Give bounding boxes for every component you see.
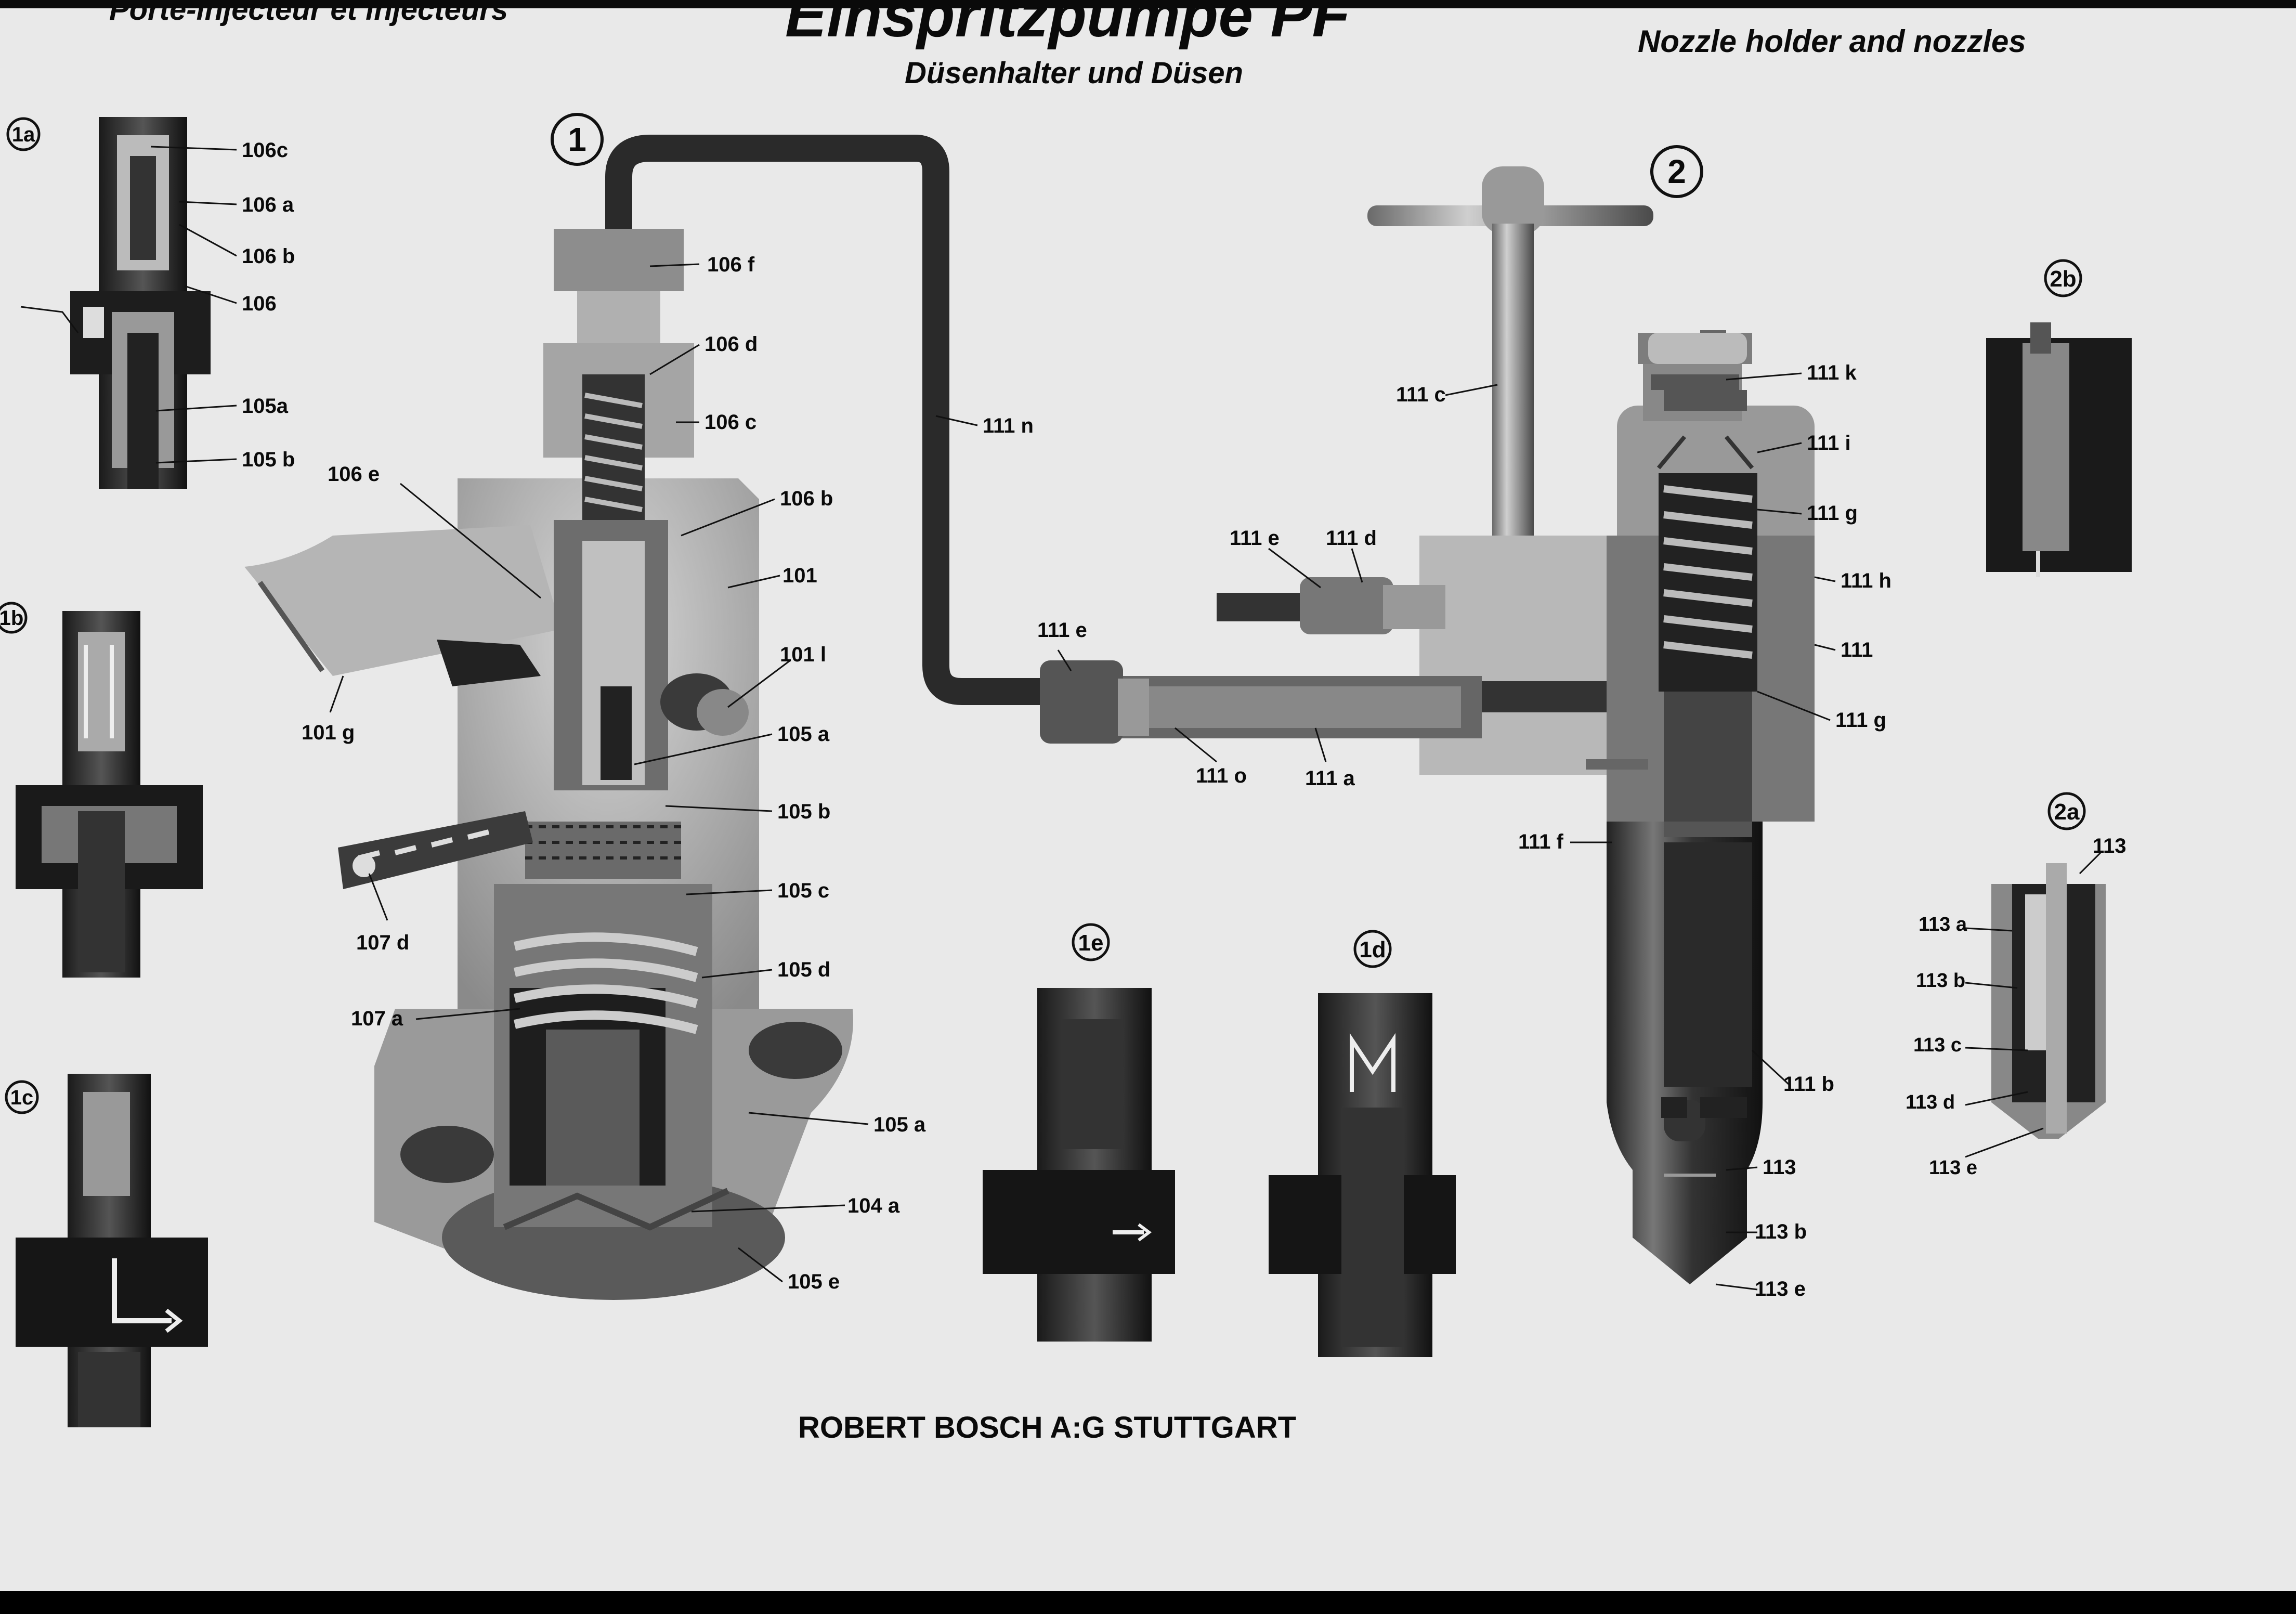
label-105a-lower: 105 a — [873, 1113, 926, 1136]
part-labels: 106c 106 a 106 b 106 105a 105 b 106 f 10… — [242, 139, 2127, 1300]
label-111b: 111 b — [1783, 1073, 1834, 1096]
label-107d: 107 d — [356, 931, 409, 954]
figure-1a-detail — [20, 117, 211, 489]
label-111o: 111 o — [1196, 764, 1247, 787]
figure-2-marker: 2 — [1667, 153, 1686, 190]
footer-maker: ROBERT BOSCH A:G STUTTGART — [798, 1411, 1296, 1444]
label-111e-top: 111 e — [1230, 527, 1280, 550]
label-111h: 111 h — [1841, 569, 1891, 592]
label-111d: 111 d — [1326, 527, 1377, 550]
figure-1-marker: 1 — [568, 121, 586, 158]
label-113e: 113 e — [1755, 1278, 1806, 1300]
label-111: 111 — [1841, 639, 1873, 661]
label-111k: 111 k — [1807, 361, 1857, 384]
header-subtitle-de: Düsenhalter und Düsen — [905, 56, 1243, 90]
label-111g-lower: 111 g — [1835, 709, 1886, 732]
top-border — [0, 0, 2296, 8]
figure-1d-marker: 1d — [1359, 937, 1386, 962]
label-106c-detail: 106c — [242, 139, 288, 162]
label-106b: 106 b — [780, 487, 833, 510]
label-105b-detail: 105 b — [242, 448, 295, 471]
figure-1b-marker: 1b — [0, 607, 23, 630]
label-105c: 105 c — [777, 879, 829, 902]
leader-lines — [150, 146, 2102, 1291]
figure-2a-marker-ring — [2047, 792, 2086, 830]
header-title-en: Nozzle holder and nozzles — [1638, 24, 2026, 59]
label-111i: 111 i — [1807, 432, 1851, 454]
figure-1e-detail — [983, 988, 1175, 1342]
figure-1b-marker-ring — [0, 602, 28, 634]
label-111g: 111 g — [1807, 502, 1858, 525]
label-106d: 106 d — [705, 333, 758, 356]
figure-1-pump-illustration — [244, 135, 1059, 1300]
label-101: 101 — [782, 564, 817, 587]
label-113c-detail: 113 c — [1913, 1034, 1962, 1056]
label-113b-detail: 113 b — [1916, 970, 1965, 992]
figure-1-marker-ring — [551, 113, 604, 166]
label-105e: 105 e — [788, 1270, 840, 1293]
bottom-border — [0, 1591, 2296, 1614]
label-101g: 101 g — [302, 721, 355, 744]
figure-2b-detail — [1986, 322, 2132, 577]
label-111f: 111 f — [1518, 830, 1563, 853]
label-111c: 111 c — [1396, 383, 1446, 406]
label-111a: 111 a — [1305, 767, 1355, 790]
figure-2b-marker-ring — [2044, 259, 2082, 297]
label-106e: 106 e — [328, 463, 380, 486]
label-111e: 111 e — [1037, 619, 1087, 642]
label-105a-detail: 105a — [242, 395, 289, 418]
header-title-de: Einspritzpumpe PF — [785, 0, 1351, 50]
label-107a: 107 a — [351, 1007, 403, 1030]
label-106-detail: 106 — [242, 292, 277, 315]
figure-2a-detail — [1991, 863, 2106, 1139]
label-111n: 111 n — [983, 414, 1034, 437]
label-101l: 101 l — [780, 643, 826, 666]
label-106b-detail: 106 b — [242, 245, 295, 268]
figure-1c-detail — [16, 1074, 208, 1427]
label-113-detail: 113 — [2093, 835, 2127, 857]
header-title-fr: Porte-injecteur et injecteurs — [109, 0, 508, 27]
figure-1e-marker: 1e — [1078, 930, 1104, 956]
figure-1c-marker: 1c — [10, 1086, 34, 1109]
figure-1b-detail — [16, 611, 203, 978]
figure-1c-marker-ring — [5, 1080, 39, 1114]
label-106f: 106 f — [707, 253, 755, 276]
label-106c: 106 c — [705, 411, 756, 434]
figure-2-marker-ring — [1650, 145, 1703, 198]
label-105b: 105 b — [777, 800, 830, 823]
figure-1e-marker-ring — [1072, 923, 1110, 961]
label-113a-detail: 113 a — [1919, 914, 1967, 935]
label-113: 113 — [1763, 1156, 1796, 1179]
figure-2-nozzle-holder-illustration — [1040, 166, 1815, 1284]
figure-1a-marker: 1a — [12, 123, 35, 146]
label-105d: 105 d — [777, 958, 830, 981]
figure-1d-detail — [1269, 993, 1456, 1357]
figure-2a-marker: 2a — [2054, 799, 2080, 825]
label-106a-detail: 106 a — [242, 193, 294, 216]
label-113e-detail: 113 e — [1929, 1157, 1977, 1179]
label-104a: 104 a — [847, 1194, 900, 1217]
label-113d-detail: 113 d — [1906, 1091, 1955, 1113]
figure-1d-marker-ring — [1353, 930, 1392, 968]
label-113b: 113 b — [1755, 1220, 1807, 1243]
figure-2b-marker: 2b — [2050, 266, 2076, 292]
figure-1a-marker-ring — [6, 117, 41, 151]
label-105a: 105 a — [777, 723, 830, 746]
